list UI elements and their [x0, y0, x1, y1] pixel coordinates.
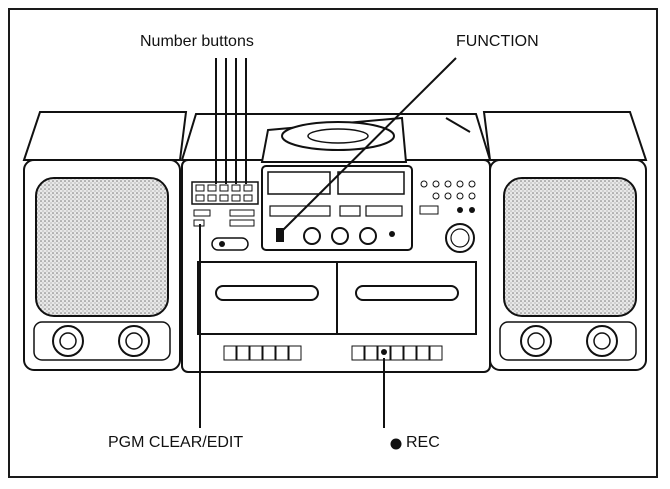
left-speaker-grille	[35, 177, 169, 317]
label-rec: REC	[406, 434, 440, 451]
deck-keys-right[interactable]	[351, 345, 443, 361]
panel-knob-1[interactable]	[303, 227, 321, 245]
display-right	[337, 171, 405, 195]
cassette-window-right	[355, 285, 459, 301]
callout-line-function	[280, 57, 457, 233]
rec-dot-icon	[390, 438, 402, 450]
label-function: FUNCTION	[456, 33, 539, 50]
number-buttons[interactable]	[191, 181, 259, 205]
display-left	[267, 171, 331, 195]
function-button[interactable]	[276, 228, 284, 242]
deck-keys-left[interactable]	[223, 345, 302, 361]
diagram-frame	[8, 8, 658, 478]
label-pgm-clear-edit: PGM CLEAR/EDIT	[108, 434, 244, 451]
left-speaker	[22, 111, 188, 371]
callout-lines	[199, 57, 457, 428]
right-speaker	[482, 111, 648, 371]
cassette-window-left	[215, 285, 319, 301]
right-speaker-grille	[503, 177, 637, 317]
label-number-buttons: Number buttons	[140, 33, 254, 50]
panel-knob-3[interactable]	[359, 227, 377, 245]
main-unit	[180, 113, 492, 373]
panel-knob-2[interactable]	[331, 227, 349, 245]
